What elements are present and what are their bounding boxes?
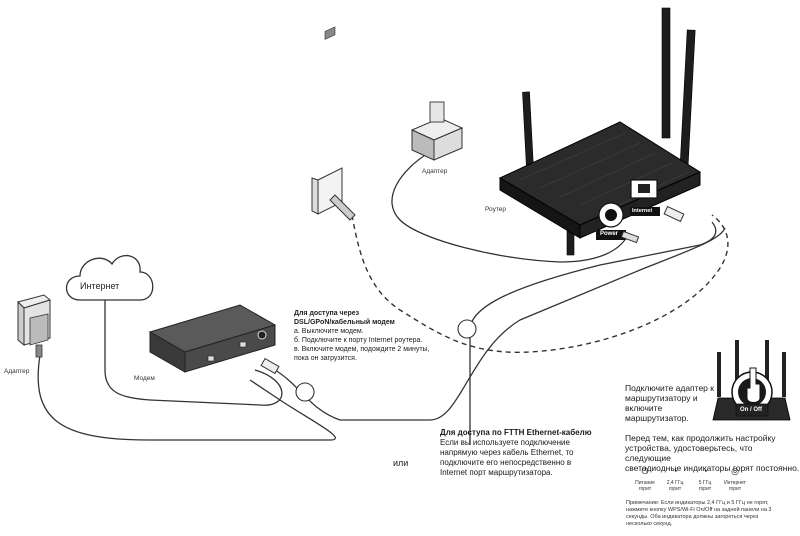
ftth-cable xyxy=(469,221,717,445)
adapter-note-line3: включите xyxy=(625,403,663,413)
cable-marker-left xyxy=(295,382,315,402)
dsl-step-b: б. Подключите к порту Internet роутера. xyxy=(294,337,423,344)
internet-icon: ◎ xyxy=(731,466,739,476)
ftth-instructions: Для доступа по FTTH Ethernet-кабелю Если… xyxy=(440,428,592,478)
left-adapter-cable xyxy=(37,354,337,441)
dsl-title-line1: Для доступа через xyxy=(294,310,360,317)
modem-router-cable xyxy=(274,227,726,421)
adapter-note: Подключите адаптер к маршрутизатору и вк… xyxy=(625,383,714,423)
cable-marker-middle xyxy=(457,319,477,339)
footnote-line2: нажмите кнопку WPS/Wi-Fi On/Off на задне… xyxy=(626,507,772,513)
adapter-note-line1: Подключите адаптер к xyxy=(625,383,714,393)
power-port-label: Power xyxy=(600,231,619,237)
indicator-5-label: 5 ГГц горит xyxy=(698,480,712,492)
dsl-title-line2: DSL/GPoN/кабельный модем xyxy=(294,319,395,326)
internet-cloud-icon xyxy=(65,254,154,301)
adapter-note-line4: маршрутизатор. xyxy=(625,413,689,423)
led-check-line3: светодиодные индикаторы горят постоянно. xyxy=(625,463,800,473)
dsl-step-c1: в. Включите модем, подождите 2 минуты, xyxy=(294,346,430,353)
router-power-cable xyxy=(391,151,629,263)
top-power-adapter-icon xyxy=(410,101,464,161)
led-check-line1: Перед тем, как продолжить настройку xyxy=(625,433,776,443)
footnote-line4: несколько секунд. xyxy=(626,521,673,527)
ftth-line2: напрямую через кабель Ethernet, то xyxy=(440,448,574,457)
router-internet-label-bg xyxy=(630,207,660,216)
top-adapter-label: Адаптер xyxy=(422,168,448,175)
internet-cable xyxy=(104,300,283,406)
power-icon: ⏻ xyxy=(641,466,649,476)
modem-icon xyxy=(148,304,277,373)
or-label: или xyxy=(393,458,409,468)
router-power-label-bg xyxy=(596,230,626,240)
wall-socket-icon xyxy=(311,26,356,221)
modem-ethernet-plug-icon xyxy=(260,357,280,375)
indicator-internet-label: Интернет горит xyxy=(724,480,746,492)
ftth-title: Для доступа по FTTH Ethernet-кабелю xyxy=(440,428,592,437)
router-ethernet-plug-icon xyxy=(663,205,685,223)
dsl-step-c2: пока он загрузится. xyxy=(294,355,357,362)
dsl-dashed-cable xyxy=(351,214,729,353)
wifi-5-icon: ◔ xyxy=(702,466,708,476)
internet-port-label: Internet xyxy=(632,208,653,214)
led-check-note: Перед тем, как продолжить настройку устр… xyxy=(625,433,800,473)
left-adapter-label: Адаптер xyxy=(4,368,30,375)
dsl-instructions: Для доступа через DSL/GPoN/кабельный мод… xyxy=(294,309,430,363)
modem-label: Модем xyxy=(134,375,155,382)
internet-cloud-label: Интернет xyxy=(80,281,120,291)
left-power-adapter-icon xyxy=(17,294,52,358)
hand-pointer-icon xyxy=(746,367,761,403)
led-check-line2: устройства, удостоверьтесь, что следующи… xyxy=(625,443,753,463)
ftth-line4: Internet порт маршрутизатора. xyxy=(440,468,553,477)
footnote: Примечание: Если индикаторы 2,4 ГГц и 5 … xyxy=(626,500,772,528)
footnote-line3: секунды. Оба индикатора должны загоретьс… xyxy=(626,514,759,520)
ftth-line1: Если вы используете подключение xyxy=(440,438,570,447)
adapter-note-line2: маршрутизатору и xyxy=(625,393,698,403)
dsl-step-a: a. Выключите модем. xyxy=(294,328,364,335)
indicator-24-label: 2,4 ГГц горит xyxy=(666,480,684,492)
router-label: Роутер xyxy=(485,206,506,213)
footnote-line1: Примечание: Если индикаторы 2,4 ГГц и 5 … xyxy=(626,500,769,506)
power-switch-label: On / Off xyxy=(740,407,762,413)
wifi-24-icon: ◔ xyxy=(672,466,678,476)
indicator-power-label: Питание горит xyxy=(635,480,655,492)
ftth-line3: подключите его непосредственно в xyxy=(440,458,572,467)
router-power-plug-icon xyxy=(620,230,640,244)
